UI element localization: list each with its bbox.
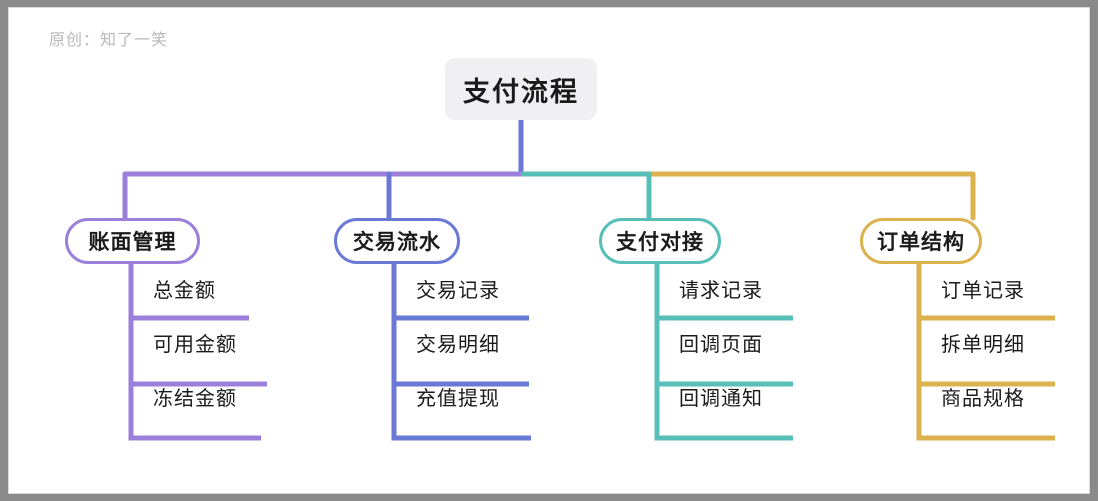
branch-node-payment[interactable]: 支付对接 [599, 218, 721, 264]
leaf-item-label: 总金额 [153, 280, 216, 302]
branch-node-label: 交易流水 [353, 231, 441, 254]
leaf-item-label: 商品规格 [941, 388, 1025, 410]
leaf-item-label: 可用金额 [153, 334, 237, 356]
leaf-item-label: 充值提现 [416, 388, 500, 410]
leaf-item-label: 拆单明细 [941, 334, 1025, 356]
leaf-item-label: 订单记录 [941, 280, 1025, 302]
branch-node-transaction[interactable]: 交易流水 [334, 218, 460, 264]
watermark-credit: 原创：知了一笑 [49, 32, 169, 49]
diagram-canvas: 原创：知了一笑 [8, 7, 1090, 494]
branch-node-order[interactable]: 订单结构 [860, 218, 982, 264]
leaf-item-label: 交易明细 [416, 334, 500, 356]
leaf-item-label: 交易记录 [416, 280, 500, 302]
leaf-item-label: 回调通知 [679, 388, 763, 410]
leaf-item-label: 请求记录 [679, 280, 763, 302]
root-node[interactable]: 支付流程 [445, 58, 597, 120]
leaf-item-label: 冻结金额 [153, 388, 237, 410]
branch-node-label: 支付对接 [616, 231, 704, 254]
branch-node-label: 订单结构 [877, 231, 965, 254]
leaf-item-label: 回调页面 [679, 334, 763, 356]
root-node-label: 支付流程 [463, 76, 579, 107]
branch-node-label: 账面管理 [88, 231, 177, 254]
branch-node-account[interactable]: 账面管理 [65, 218, 200, 264]
